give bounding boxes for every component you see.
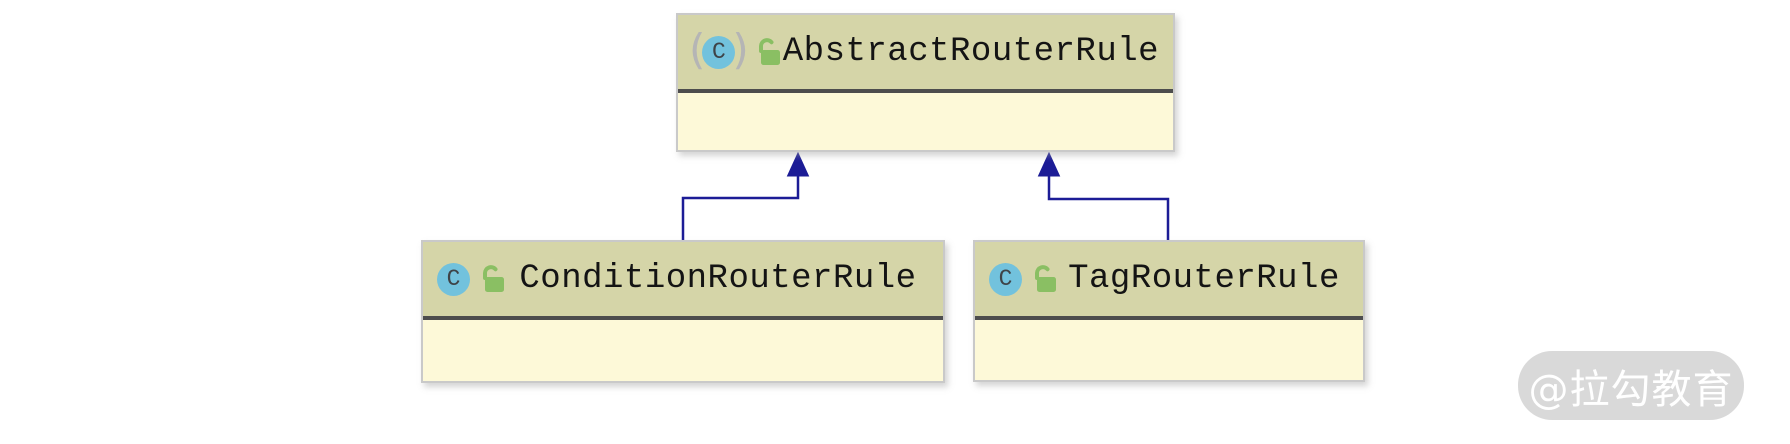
open-lock-icon: [483, 264, 504, 292]
class-name: TagRouterRule: [1068, 260, 1340, 298]
edge-condition-to-abstract: [681, 151, 810, 240]
class-body: [423, 320, 943, 381]
class-icon: C: [989, 262, 1022, 296]
class-icon-letter: C: [998, 265, 1013, 292]
class-header: C TagRouterRule: [975, 242, 1363, 320]
class-icon: C: [437, 262, 470, 296]
class-icon-letter: C: [446, 265, 461, 292]
abstract-paren-right: ): [732, 25, 749, 74]
watermark-text: @拉勾教育: [1528, 366, 1734, 413]
class-node-condition-router-rule[interactable]: C ConditionRouterRule: [421, 240, 945, 383]
class-name: ConditionRouterRule: [519, 260, 917, 298]
inheritance-arrowhead-icon: [786, 151, 810, 177]
class-node-tag-router-rule[interactable]: C TagRouterRule: [973, 240, 1365, 382]
class-name: AbstractRouterRule: [782, 33, 1160, 71]
inheritance-arrowhead-icon: [1037, 151, 1061, 177]
abstract-paren-left: (: [689, 25, 706, 74]
class-c-icon: C: [702, 35, 736, 69]
class-header: ( C ) AbstractRouterRule: [678, 15, 1173, 93]
watermark-badge: @拉勾教育: [1518, 351, 1744, 420]
class-body: [975, 320, 1363, 380]
class-c-icon: C: [989, 262, 1022, 296]
class-icon-letter: C: [711, 38, 726, 65]
class-header: C ConditionRouterRule: [423, 242, 943, 320]
class-c-icon: C: [437, 262, 470, 296]
abstract-class-icon: ( C ): [689, 25, 749, 74]
open-lock-icon: [1035, 264, 1056, 292]
class-body: [678, 93, 1173, 150]
edge-line: [1047, 176, 1170, 240]
edge-tag-to-abstract: [1037, 151, 1170, 240]
open-lock-icon: [758, 37, 780, 65]
edge-line: [681, 176, 800, 240]
class-node-abstract-router-rule[interactable]: ( C ) AbstractRouterRule: [676, 13, 1175, 152]
